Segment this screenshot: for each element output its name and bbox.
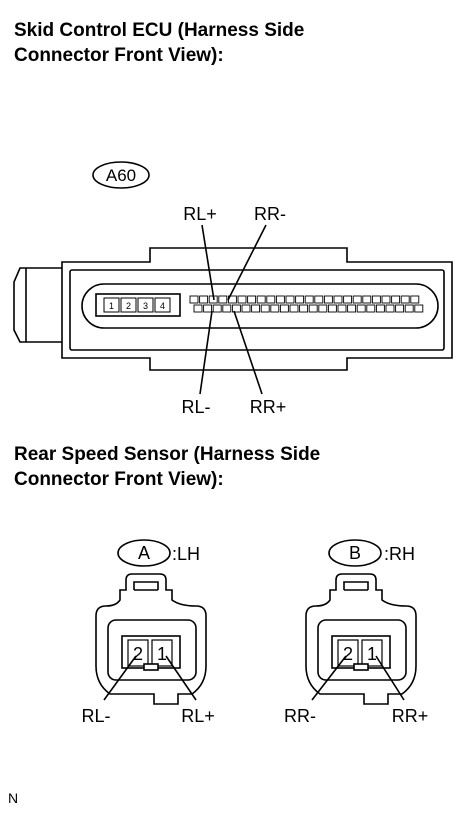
ecu-receptacle xyxy=(81,283,439,329)
sensor-heading-line-2: Connector Front View): xyxy=(14,469,224,490)
sensor-rh-code-oval xyxy=(328,539,382,567)
ecu-pin-cavity xyxy=(314,295,324,304)
sensor-lh-side: :LH xyxy=(172,544,200,564)
ecu-pin-cavity xyxy=(308,304,318,313)
ecu-pin-cavity xyxy=(343,295,353,304)
ecu-pin-cavity xyxy=(385,304,395,313)
ecu-pin-cavity xyxy=(256,295,266,304)
sensor-rh-housing xyxy=(305,573,417,705)
sensor-rh-pin-2: 2 xyxy=(343,644,353,664)
leader-rr-plus xyxy=(233,310,263,395)
ecu-pin-cavity xyxy=(299,304,309,313)
ecu-small-pin-2: 2 xyxy=(126,301,131,311)
ecu-code-label: A60 xyxy=(106,166,136,185)
ecu-pin-cavity xyxy=(231,304,241,313)
leader-rl-minus xyxy=(199,310,213,395)
sensor-rh-label-right: RR+ xyxy=(392,706,429,726)
ecu-pin-cavity xyxy=(212,304,222,313)
ecu-pin-cavity xyxy=(247,295,257,304)
sensor-rh-code: B xyxy=(349,543,361,563)
sensor-lh-code-oval xyxy=(117,539,171,567)
ecu-connector xyxy=(13,161,453,395)
ecu-pin-cavity xyxy=(356,304,366,313)
ecu-pin-cavity xyxy=(260,304,270,313)
ecu-pin-cavity xyxy=(199,295,209,304)
ecu-pin-cavity xyxy=(251,304,261,313)
ecu-heading: Skid Control ECU (Harness Side Connector… xyxy=(14,18,304,68)
ecu-housing xyxy=(61,247,453,371)
ecu-pin-cavity xyxy=(347,304,357,313)
ecu-small-pin-1: 1 xyxy=(109,301,114,311)
ecu-pin-cavity xyxy=(241,304,251,313)
sensor-lh-label-right: RL+ xyxy=(181,706,215,726)
ecu-small-pin-block xyxy=(95,293,181,317)
ecu-pin-cavity xyxy=(323,295,333,304)
ecu-label-rl-minus: RL- xyxy=(181,397,210,417)
ecu-pin-cavity xyxy=(193,304,203,313)
ecu-pin-cavity xyxy=(414,304,424,313)
ecu-label-rl-plus: RL+ xyxy=(183,204,217,224)
sensor-rh-receptacle xyxy=(317,619,407,681)
ecu-small-pin-4: 4 xyxy=(160,301,165,311)
sensor-lh-pin-1: 1 xyxy=(157,644,167,664)
sensor-rh-connector xyxy=(305,539,417,705)
ecu-pin-cavity xyxy=(391,295,401,304)
ecu-pin-cavity xyxy=(275,295,285,304)
footer-code: N xyxy=(8,790,19,806)
ecu-pin-cavity xyxy=(371,295,381,304)
ecu-side-tab xyxy=(13,267,62,343)
ecu-heading-line-1: Skid Control ECU (Harness Side xyxy=(14,20,305,41)
ecu-pin-cavity xyxy=(375,304,385,313)
sensor-lh-receptacle xyxy=(107,619,197,681)
ecu-pin-grid xyxy=(189,295,424,313)
sensor-lh-connector xyxy=(95,539,207,705)
ecu-pin-cavity xyxy=(404,304,414,313)
sensor-rh-side: :RH xyxy=(384,544,415,564)
ecu-pin-cavity xyxy=(189,295,199,304)
sensor-heading: Rear Speed Sensor (Harness Side Connecto… xyxy=(14,442,320,492)
ecu-pin-cavity xyxy=(381,295,391,304)
sensor-lh-housing xyxy=(95,573,207,705)
sensor-rh-pin-1: 1 xyxy=(367,644,377,664)
ecu-pin-cavity xyxy=(295,295,305,304)
ecu-pin-cavity xyxy=(279,304,289,313)
sensor-lh-leader-right xyxy=(165,655,197,701)
ecu-heading-line-2: Connector Front View): xyxy=(14,45,224,66)
sensor-rh-leader-left xyxy=(311,655,347,701)
ecu-pin-cavity xyxy=(289,304,299,313)
ecu-label-rr-minus: RR- xyxy=(254,204,286,224)
ecu-pin-cavity xyxy=(395,304,405,313)
ecu-small-pin-3: 3 xyxy=(143,301,148,311)
ecu-pin-cavity xyxy=(410,295,420,304)
sensor-rh-label-left: RR- xyxy=(284,706,316,726)
ecu-pin-cavity xyxy=(270,304,280,313)
ecu-pin-cavity xyxy=(203,304,213,313)
ecu-code-oval xyxy=(92,161,150,189)
ecu-pin-cavity xyxy=(352,295,362,304)
sensor-lh-code: A xyxy=(138,543,150,563)
ecu-pin-cavity xyxy=(400,295,410,304)
ecu-pin-cavity xyxy=(337,304,347,313)
leader-rl-plus xyxy=(201,224,215,301)
ecu-pin-cavity xyxy=(304,295,314,304)
sensor-lh-leader-left xyxy=(103,655,137,701)
ecu-pin-cavity xyxy=(285,295,295,304)
sensor-rh-leader-right xyxy=(375,655,405,701)
sensor-heading-line-1: Rear Speed Sensor (Harness Side xyxy=(14,444,321,465)
ecu-pin-cavity xyxy=(222,304,232,313)
ecu-pin-cavity xyxy=(266,295,276,304)
leader-rr-minus xyxy=(227,224,267,301)
ecu-pin-cavity xyxy=(218,295,228,304)
ecu-pin-cavity xyxy=(333,295,343,304)
ecu-pin-cavity xyxy=(237,295,247,304)
sensor-lh-label-left: RL- xyxy=(81,706,110,726)
ecu-pin-cavity xyxy=(362,295,372,304)
ecu-label-rr-plus: RR+ xyxy=(250,397,287,417)
ecu-pin-cavity xyxy=(366,304,376,313)
ecu-pin-cavity xyxy=(318,304,328,313)
sensor-lh-pin-2: 2 xyxy=(133,644,143,664)
ecu-pin-cavity xyxy=(327,304,337,313)
